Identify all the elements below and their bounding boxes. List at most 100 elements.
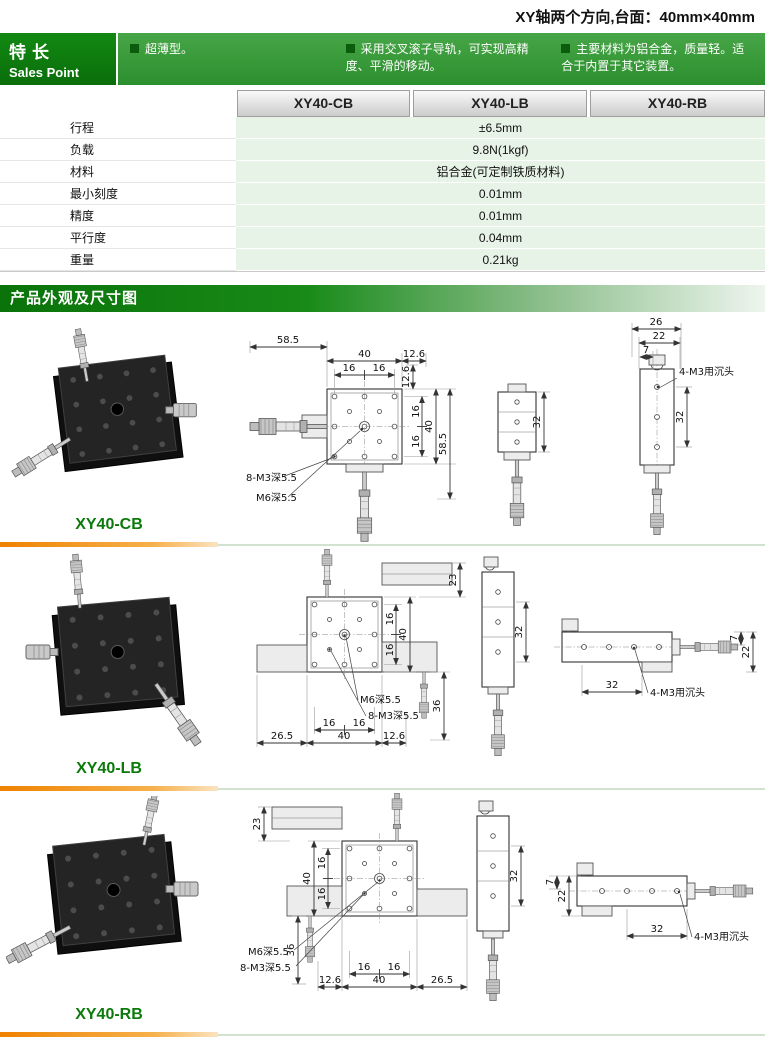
dimension-drawing-xy40-lb: 23 16 16 40 36 26.5 16 16 40 12.6 M6深5.5… [256, 549, 757, 756]
sales-bullet-2: 采用交叉滚子导轨，可实现高精度、平滑的移动。 [334, 33, 550, 85]
dim-label: 58.5 [277, 335, 299, 346]
product-photo-xy40-rb [6, 796, 199, 968]
spec-value: 0.01mm [236, 183, 765, 205]
dim-label: 16 [343, 363, 356, 374]
dim-label: 32 [651, 924, 664, 935]
dim-label: 32 [514, 626, 525, 639]
sales-point-title-cn: 特长 [9, 43, 55, 62]
dim-label: 16 [323, 718, 336, 729]
spec-value: ±6.5mm [236, 117, 765, 139]
dim-label: 16 [353, 718, 366, 729]
right-view: 7 22 32 4-M3用沉头 [545, 862, 754, 943]
spec-label: 材料 [0, 161, 236, 183]
dim-label: 7 [545, 879, 556, 885]
dim-label: 22 [741, 646, 752, 659]
dim-label: 40 [302, 872, 313, 885]
callout-note: 8-M3深5.5 [368, 710, 419, 722]
product-photo-xy40-cb [9, 327, 197, 481]
table-row: 材料铝合金(可定制铁质材料) [0, 161, 765, 183]
dim-label: 26.5 [431, 975, 453, 986]
spec-table-header: XY40-CB XY40-LB XY40-RB [0, 90, 765, 117]
orange-divider [0, 1032, 218, 1037]
dimension-drawing-xy40-cb: 58.5 40 16 16 12.6 12.6 16 16 40 58.5 8-… [246, 317, 734, 542]
dim-label: 12.6 [383, 731, 405, 742]
table-row: 行程±6.5mm [0, 117, 765, 139]
callout-note: 4-M3用沉头 [694, 930, 749, 943]
sales-bullet-3: 主要材料为铝合金，质量轻。适合于内置于其它装置。 [549, 33, 765, 85]
sales-bullet-1: 超薄型。 [118, 33, 334, 85]
section-header: 产品外观及尺寸图 [0, 285, 765, 312]
dim-label: 22 [653, 331, 666, 342]
dim-label: 12.6 [319, 975, 341, 986]
callout-note: 8-M3深5.5 [246, 472, 297, 484]
callout-note: 8-M3深5.5 [240, 962, 291, 974]
dimensions: 58.5 40 16 16 12.6 12.6 16 16 40 58.5 8-… [246, 335, 456, 504]
spec-label: 重量 [0, 249, 236, 271]
product-name-xy40-rb: XY40-RB [75, 1006, 143, 1023]
dim-label: 16 [317, 888, 328, 901]
dim-label: 32 [606, 680, 619, 691]
column-header-xy40-rb: XY40-RB [590, 90, 765, 117]
callout-note: 4-M3用沉头 [650, 686, 705, 699]
product-section-xy40-lb: XY40-LB [0, 546, 765, 791]
dim-label: 23 [448, 574, 459, 587]
product-photo-xy40-lb [25, 553, 205, 749]
spec-value: 铝合金(可定制铁质材料) [236, 161, 765, 183]
bullet-square-icon [561, 44, 571, 53]
column-header-xy40-cb: XY40-CB [237, 90, 410, 117]
sales-point-banner: 特长 Sales Point 超薄型。 采用交叉滚子导轨，可实现高精度、平滑的移… [0, 33, 765, 85]
column-header-xy40-lb: XY40-LB [413, 90, 587, 117]
bullet-square-icon [345, 44, 355, 53]
right-view: 7 22 32 4-M3用沉头 [554, 618, 757, 699]
orange-divider [0, 786, 218, 791]
dim-label: 16 [411, 405, 422, 418]
dim-label: 16 [411, 435, 422, 448]
dimension-drawing-xy40-rb: 23 16 16 40 36 12.6 16 16 40 26.5 M6深5.5… [240, 793, 754, 1001]
page-title: XY轴两个方向,台面：40mm×40mm [515, 9, 755, 26]
dim-label: 16 [317, 857, 328, 870]
dim-label: 40 [373, 975, 386, 986]
sales-bullet-1-text: 超薄型。 [145, 42, 194, 56]
plan-view [249, 381, 410, 542]
dim-label: 40 [424, 420, 435, 433]
dim-label: 16 [388, 962, 401, 973]
spec-value: 0.01mm [236, 205, 765, 227]
dim-label: 16 [373, 363, 386, 374]
dimensions: 23 16 16 40 36 26.5 16 16 40 12.6 M6深5.5… [256, 562, 466, 747]
side-view: 32 [476, 800, 525, 1001]
side-view: 32 [497, 383, 550, 526]
dim-label: 26 [650, 317, 663, 328]
spec-label: 最小刻度 [0, 183, 236, 205]
dim-label: 12.6 [403, 349, 425, 360]
spec-label: 行程 [0, 117, 236, 139]
dim-label: 26.5 [271, 731, 293, 742]
callout-note: 4-M3用沉头 [679, 365, 734, 378]
dim-label: 7 [643, 345, 649, 356]
sales-bullet-2-text: 采用交叉滚子导轨，可实现高精度、平滑的移动。 [345, 42, 529, 74]
product-section-xy40-cb: XY40-CB [0, 316, 765, 547]
callout-note: M6深5.5 [248, 946, 289, 958]
product-name-xy40-cb: XY40-CB [75, 516, 143, 533]
spec-label: 精度 [0, 205, 236, 227]
dim-label: 32 [675, 411, 686, 424]
bullet-square-icon [130, 44, 139, 53]
right-view: 26 22 7 4-M3用沉头 32 [631, 317, 734, 535]
dim-label: 58.5 [438, 433, 449, 455]
section-header-text: 产品外观及尺寸图 [10, 290, 139, 307]
dim-label: 12.6 [401, 366, 412, 388]
callout-note: M6深5.5 [256, 492, 297, 504]
dim-label: 36 [286, 944, 297, 957]
sales-bullet-3-text: 主要材料为铝合金，质量轻。适合于内置于其它装置。 [561, 42, 745, 74]
dim-label: 7 [729, 635, 740, 641]
spec-value: 0.21kg [236, 249, 765, 271]
dim-label: 16 [358, 962, 371, 973]
dim-label: 36 [432, 700, 443, 713]
dimensions: 23 16 16 40 36 12.6 16 16 40 26.5 M6深5.5… [240, 806, 468, 991]
sales-point-title-en: Sales Point [9, 65, 80, 80]
